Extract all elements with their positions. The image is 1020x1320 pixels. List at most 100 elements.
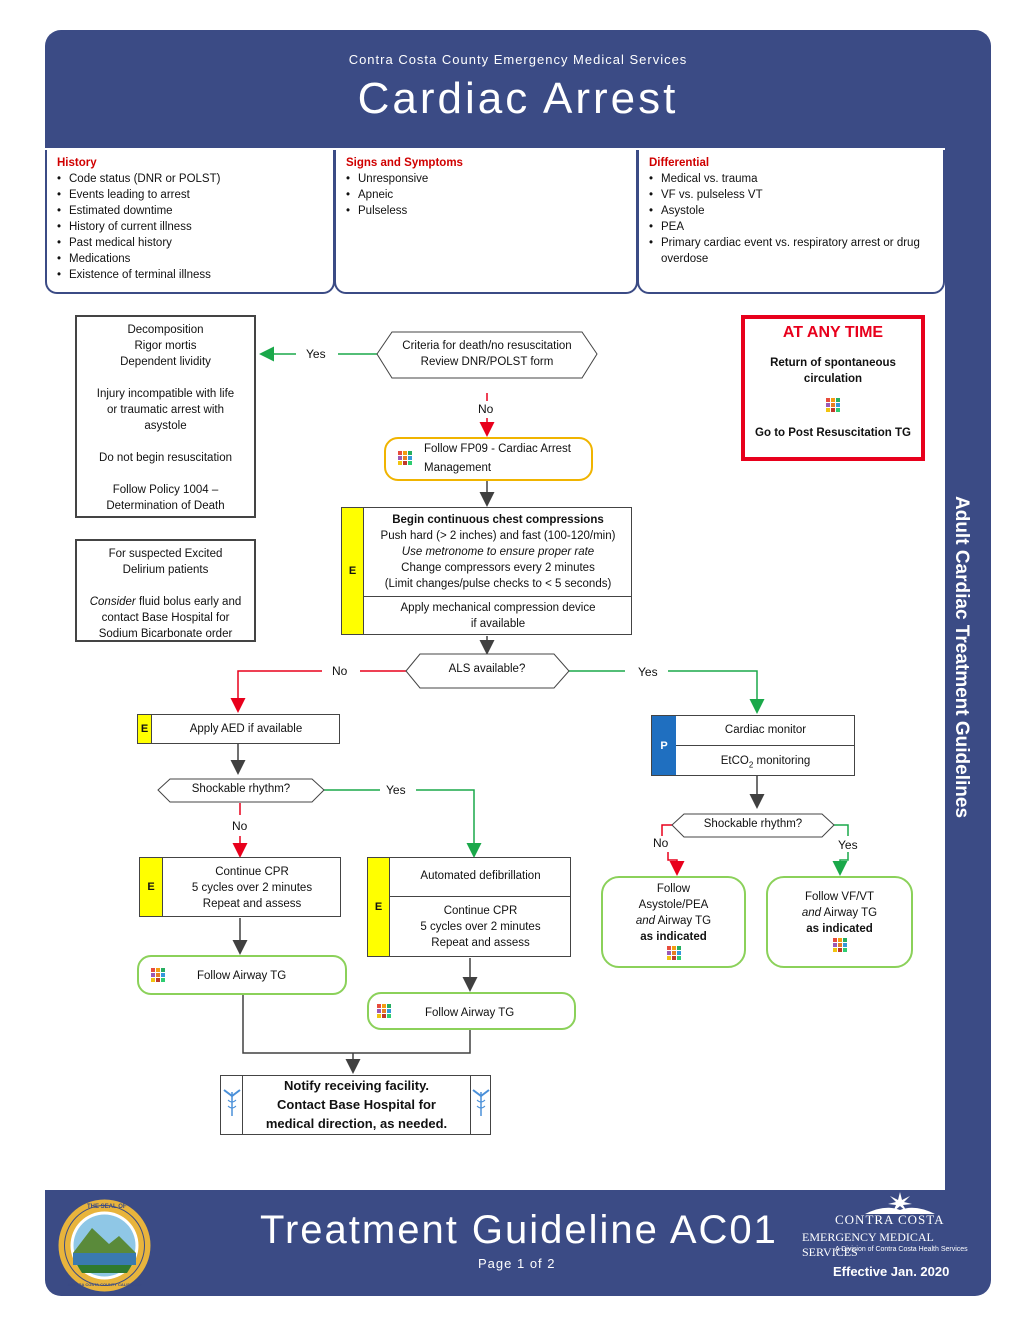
connector-no [661, 824, 672, 836]
label-no: No [478, 402, 494, 416]
page-number: Page 1 of 2 [478, 1256, 556, 1271]
connector-yes-arrow [668, 670, 765, 714]
death-line: Rigor mortis [134, 340, 197, 352]
defib-line: Automated defibrillation [420, 870, 541, 882]
compressions-line: Apply mechanical compression device [400, 602, 596, 614]
grid-icon [826, 397, 840, 412]
connector-yes-arrow [416, 789, 482, 858]
compressions-line: Begin continuous chest compressions [392, 514, 604, 526]
aed-text: Apply AED if available [189, 723, 303, 735]
caduceus-icon [221, 1076, 243, 1134]
shockable-right-decision-shape [671, 813, 835, 838]
cpr-line: 5 cycles over 2 minutes [191, 882, 313, 894]
ems-star-logo [865, 1190, 935, 1216]
compressions-text: Begin continuous chest compressions Push… [364, 512, 632, 592]
cpr-left-box: E Continue CPR 5 cycles over 2 minutes R… [139, 857, 341, 917]
asystole-pea-box: Follow Asystole/PEA and Airway TG as ind… [601, 876, 746, 968]
cpr-left-text: Continue CPR 5 cycles over 2 minutes Rep… [163, 864, 341, 912]
any-time-line: Go to Post Resuscitation TG [755, 427, 911, 439]
history-title: History [57, 157, 97, 169]
criteria-line: Criteria for death/no resuscitation [402, 340, 572, 352]
at-any-time-box: AT ANY TIME Return of spontaneous circul… [741, 315, 925, 461]
etco-text: monitoring [753, 755, 811, 767]
death-line: Do not begin resuscitation [99, 452, 232, 464]
cpr-line: Repeat and assess [202, 898, 302, 910]
emt-badge: E [138, 715, 152, 743]
asystole-line: Follow [656, 883, 691, 895]
death-line: or traumatic arrest with [107, 404, 224, 416]
delirium-line: Delirium patients [122, 564, 209, 576]
defib-line: Continue CPR [443, 905, 518, 917]
grid-icon [666, 945, 681, 960]
grid-icon [398, 451, 412, 465]
death-line: Injury incompatible with life [96, 388, 235, 400]
als-decision-shape [405, 653, 570, 689]
vf-vt-box: Follow VF/VT and Airway TG as indicated [766, 876, 913, 968]
airway-text: Follow Airway TG [425, 1007, 515, 1019]
list-item: Asystole [649, 203, 933, 219]
asystole-line: and Airway TG [603, 913, 744, 929]
page-title: Cardiac Arrest [357, 74, 679, 123]
compressions-box: E Begin continuous chest compressions Pu… [341, 507, 632, 635]
any-time-line: Return of spontaneous [770, 357, 896, 369]
shockable-right-decision: Shockable rhythm? [703, 818, 803, 830]
connector-merge [242, 995, 471, 1054]
header-subtitle: Contra Costa County Emergency Medical Se… [348, 52, 688, 67]
connector-no-arrow [667, 852, 685, 876]
criteria-decision: Criteria for death/no resuscitation Revi… [392, 338, 582, 370]
signs-box: Signs and Symptoms Unresponsive Apneic P… [334, 150, 638, 294]
airway-right-box: Follow Airway TG [367, 992, 576, 1030]
sidebar-band: Adult Cardiac Treatment Guidelines [945, 140, 991, 1200]
differential-list: Medical vs. trauma VF vs. pulseless VT A… [649, 171, 933, 267]
guideline-title: Treatment Guideline AC01 [260, 1208, 778, 1252]
any-time-line: circulation [803, 373, 863, 385]
als-decision: ALS available? [448, 663, 526, 675]
grid-icon [832, 937, 847, 952]
delirium-text: fluid bolus early and [135, 596, 242, 608]
emt-badge: E [368, 858, 390, 956]
death-line: Determination of Death [106, 500, 225, 512]
fp09-line: Follow FP09 - Cardiac Arrest [424, 443, 571, 455]
death-line: Follow Policy 1004 – [112, 484, 219, 496]
monitor-box: P Cardiac monitor EtCO2 monitoring [651, 715, 855, 776]
county-seal-logo: THE SEAL OF CONTRA COSTA COUNTY CALIFORN… [57, 1198, 152, 1293]
vfvt-text: Airway TG [821, 907, 878, 919]
label-no: No [653, 836, 669, 850]
defibrillation-box: E Automated defibrillation Continue CPR … [367, 857, 571, 957]
emt-badge: E [342, 508, 364, 634]
compressions-line: (Limit changes/pulse checks to < 5 secon… [384, 578, 612, 590]
criteria-decision-shape [376, 331, 598, 379]
airway-text: Follow Airway TG [197, 970, 287, 982]
emphasis: and [801, 907, 822, 919]
caduceus-icon [470, 1076, 490, 1134]
monitor-line: EtCO2 monitoring [676, 745, 855, 773]
etco-text: EtCO [720, 755, 749, 767]
list-item: Estimated downtime [57, 203, 323, 219]
delirium-line: Consider fluid bolus early and [77, 594, 254, 610]
grid-icon [377, 1004, 391, 1018]
criteria-line: Review DNR/POLST form [420, 356, 554, 368]
etco-subscript: 2 [748, 760, 754, 770]
mechanical-device: Apply mechanical compression device if a… [364, 596, 632, 632]
asystole-text: Airway TG [655, 915, 712, 927]
signs-list: Unresponsive Apneic Pulseless [346, 171, 626, 219]
list-item: PEA [649, 219, 933, 235]
list-item: Code status (DNR or POLST) [57, 171, 323, 187]
aed-box: E Apply AED if available [137, 714, 340, 744]
connector-no-arrow [230, 670, 322, 713]
connector-yes-arrow [832, 852, 849, 876]
vfvt-line: and Airway TG [768, 905, 911, 921]
list-item: Apneic [346, 187, 626, 203]
notify-line: medical direction, as needed. [265, 1116, 448, 1131]
page-header: Contra Costa County Emergency Medical Se… [45, 30, 991, 148]
seal-text: CONTRA COSTA COUNTY CALIFORNIA [67, 1282, 143, 1287]
shockable-left-decision: Shockable rhythm? [191, 783, 291, 795]
list-item: Primary cardiac event vs. respiratory ar… [649, 235, 933, 267]
fp09-line: Management [424, 462, 492, 474]
vfvt-line: Follow VF/VT [804, 891, 874, 903]
compressions-line: Push hard (> 2 inches) and fast (100-120… [380, 530, 616, 542]
list-item: Medications [57, 251, 323, 267]
list-item: VF vs. pulseless VT [649, 187, 933, 203]
label-yes: Yes [386, 783, 406, 797]
delirium-line: Sodium Bicarbonate order [98, 628, 233, 640]
